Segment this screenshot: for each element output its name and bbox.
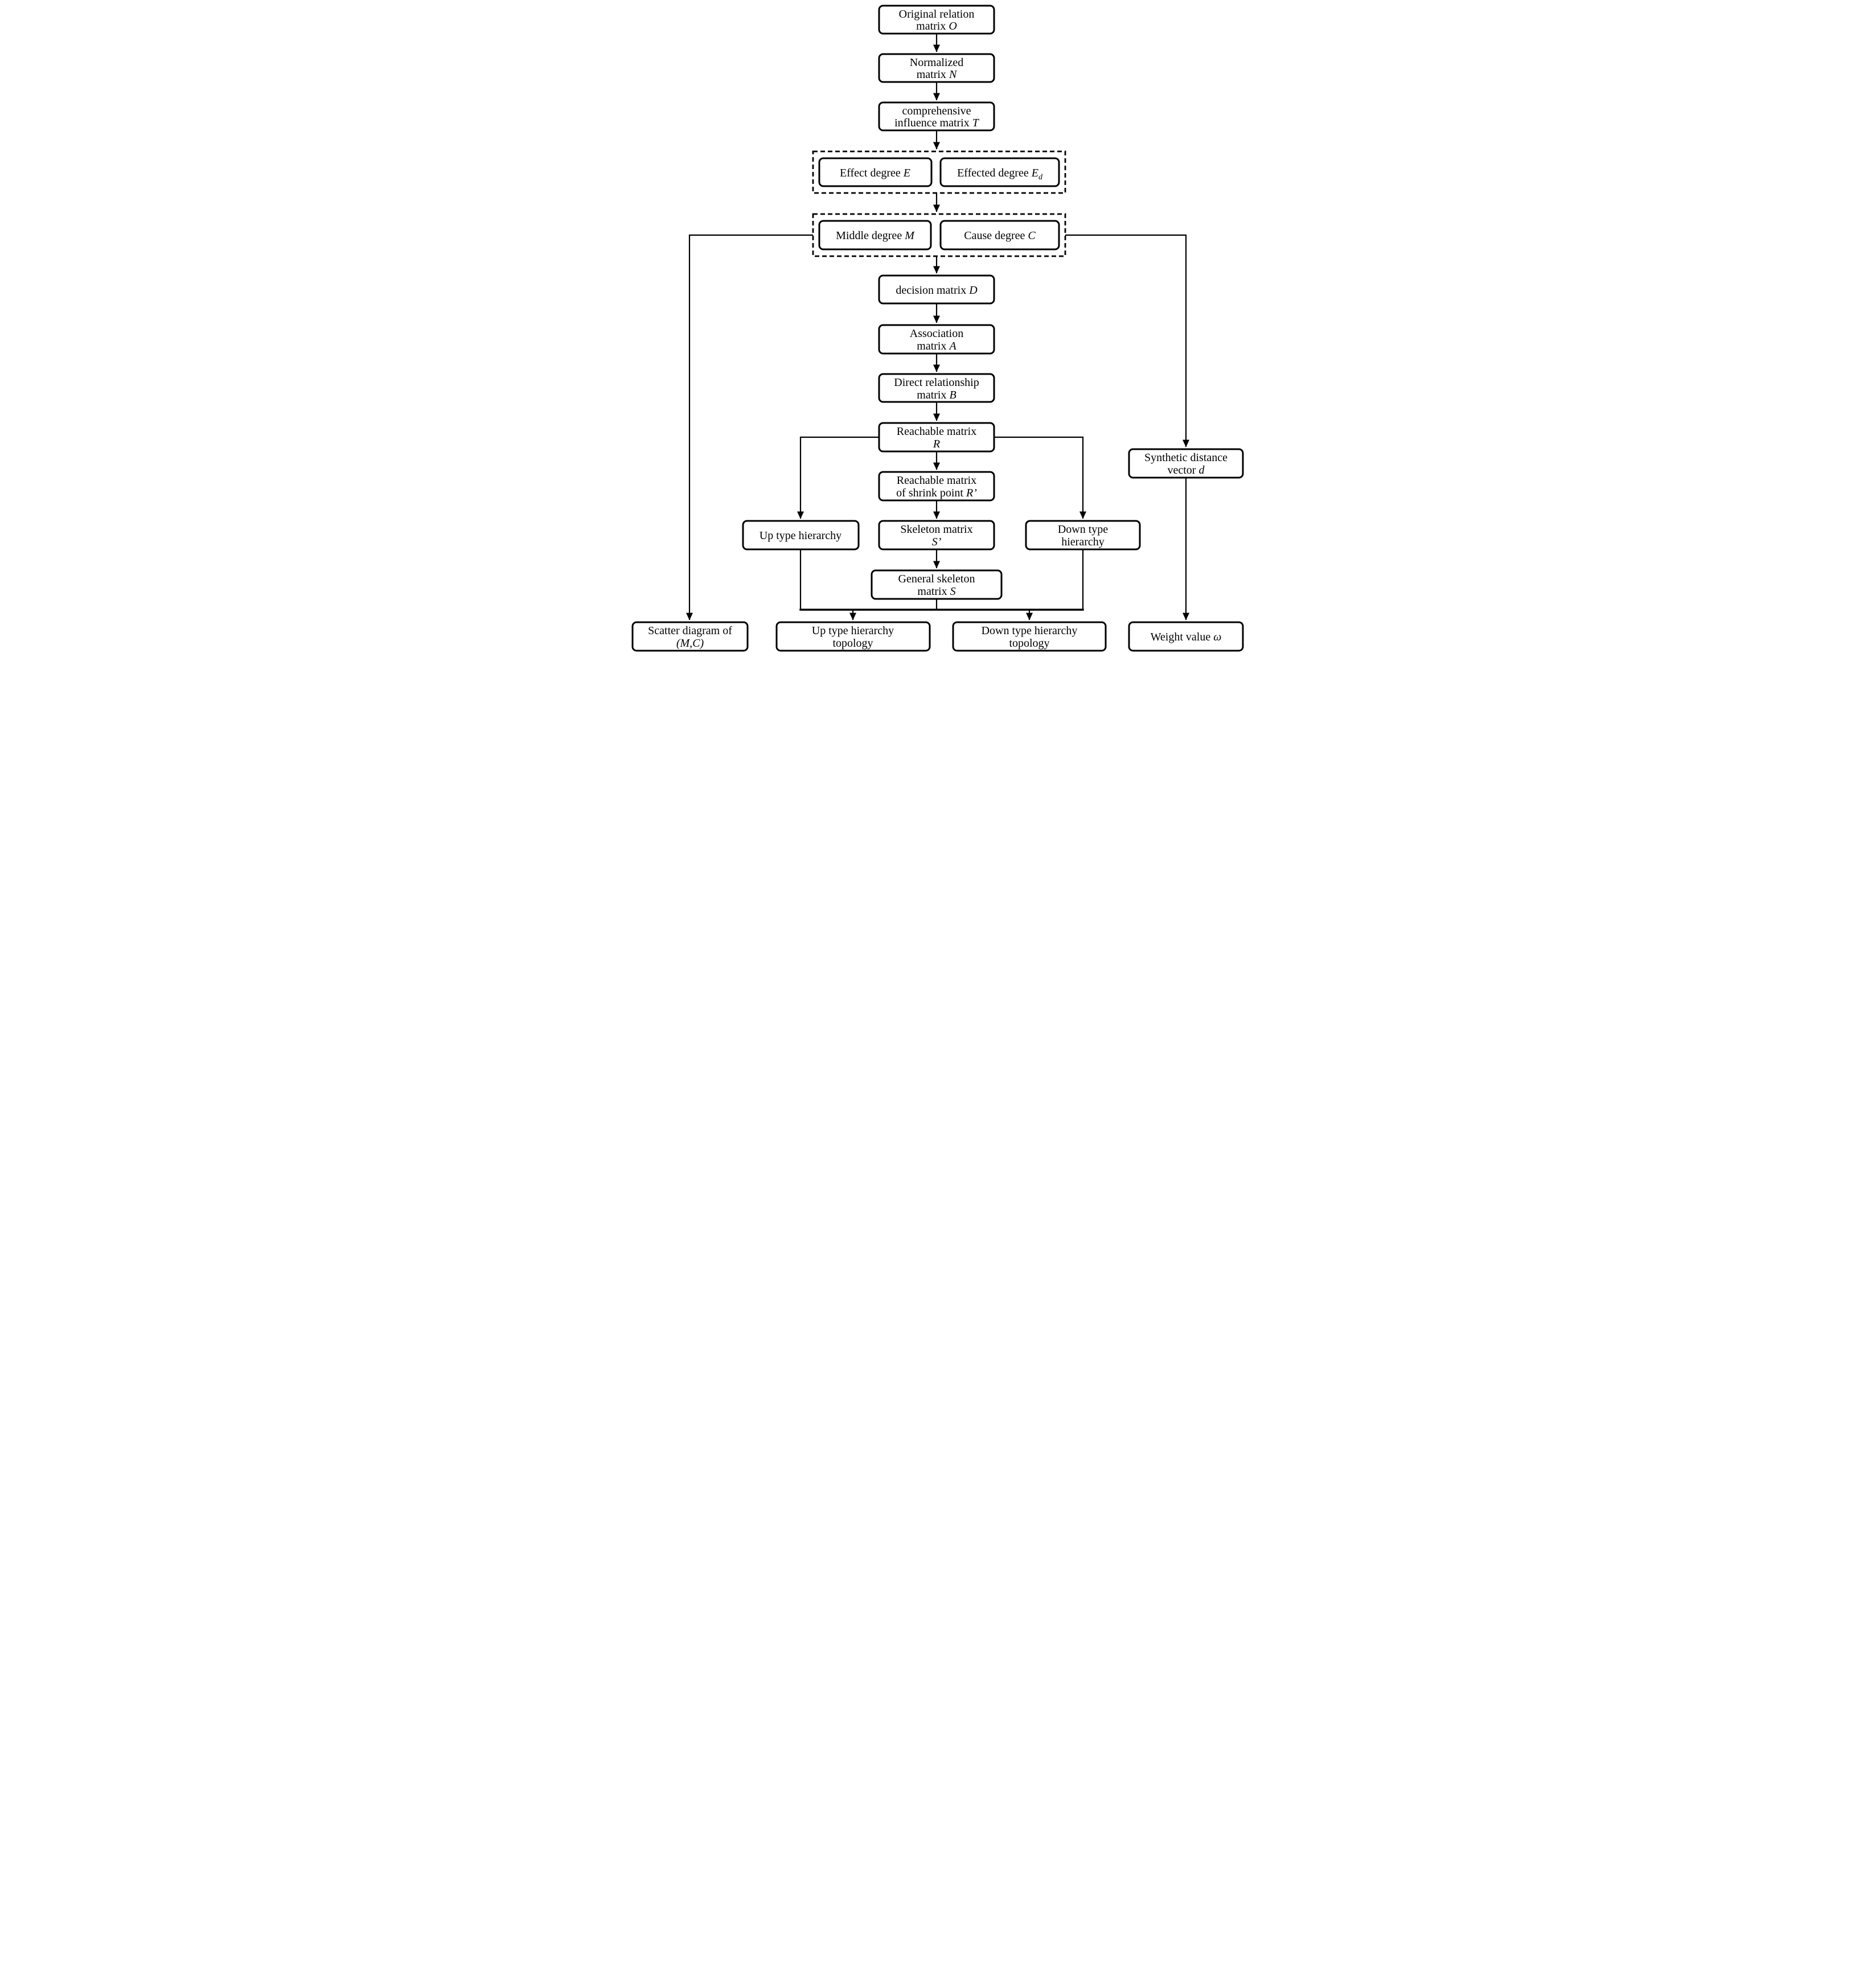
node-box [878,101,995,132]
svg-text:Down type hierarchy: Down type hierarchy [981,625,1077,637]
svg-text:General skeleton: General skeleton [898,573,975,585]
svg-text:Effect degree E: Effect degree E [840,167,910,179]
node-box [818,157,932,187]
line-cause-to-synthetic [1065,234,1189,447]
flowchart-canvas: Original relation matrix O Normalized ma… [631,5,1243,652]
node-skeleton-matrix: Skeleton matrix S’ [878,520,995,550]
svg-text:Weight value ω: Weight value ω [1150,631,1221,643]
svg-text:matrix B: matrix B [917,389,956,401]
node-box [878,422,995,453]
node-down-type-hierarchy: Down type hierarchy [1025,520,1140,550]
node-decision-matrix: decision matrix D [878,274,995,305]
node-effect-degree: Effect degree E [818,157,932,187]
svg-text:Original relation: Original relation [898,8,974,20]
svg-text:Reachable matrix: Reachable matrix [896,425,976,438]
dashed-group-effect-degrees [812,150,1066,194]
node-box [878,373,995,403]
line-reachable-to-up-hierarchy [797,436,879,519]
node-box [775,621,930,652]
svg-text:Scatter diagram of: Scatter diagram of [648,625,732,637]
node-box [939,157,1060,187]
node-middle-degree: Middle degree M [818,220,931,250]
node-box [939,220,1060,250]
svg-text:Up type hierarchy: Up type hierarchy [811,625,893,637]
svg-text:decision matrix D: decision matrix D [896,284,978,297]
svg-text:Middle degree M: Middle degree M [836,229,915,242]
node-box [1128,621,1243,652]
svg-text:R: R [932,438,939,450]
line-middle-to-scatter [685,234,813,621]
node-normalized-matrix: Normalized matrix N [878,53,995,83]
node-box [871,569,1002,600]
node-original-relation-matrix: Original relation matrix O [878,5,995,35]
node-box [878,324,995,355]
svg-text:matrix O: matrix O [916,20,957,32]
svg-text:(M,C): (M,C) [676,637,704,650]
node-box [878,5,995,35]
node-up-type-hierarchy-topology: Up type hierarchy topology [775,621,930,652]
dashed-group-middle-cause [812,213,1066,257]
node-scatter-diagram: Scatter diagram of (M,C) [631,621,748,652]
svg-text:comprehensive: comprehensive [902,105,971,117]
node-general-skeleton-matrix: General skeleton matrix S [871,569,1002,600]
node-box [878,274,995,305]
node-weight-value: Weight value ω [1128,621,1243,652]
node-box [1025,520,1140,550]
svg-text:Synthetic distance: Synthetic distance [1144,451,1227,464]
svg-text:topology: topology [1009,637,1049,650]
node-box [631,621,748,652]
svg-text:vector d: vector d [1167,464,1205,476]
node-up-type-hierarchy: Up type hierarchy [742,520,859,550]
svg-text:Association: Association [909,327,963,340]
node-cause-degree: Cause degree C [939,220,1060,250]
svg-text:Reachable matrix: Reachable matrix [896,474,976,487]
svg-text:Normalized: Normalized [909,56,963,69]
node-box [1128,448,1243,479]
svg-text:matrix A: matrix A [917,340,957,352]
svg-text:matrix S: matrix S [917,585,955,598]
node-box [878,53,995,83]
node-comprehensive-influence-matrix: comprehensive influence matrix T [878,101,995,132]
node-association-matrix: Association matrix A [878,324,995,355]
svg-text:hierarchy: hierarchy [1061,536,1105,548]
node-box [818,220,931,250]
node-direct-relationship-matrix: Direct relationship matrix B [878,373,995,403]
node-box [878,520,995,550]
node-effected-degree: Effected degree Ed [939,157,1060,187]
node-reachable-matrix-shrink-point: Reachable matrix of shrink point R’ [878,471,995,502]
node-reachable-matrix: Reachable matrix R [878,422,995,453]
svg-text:Skeleton matrix: Skeleton matrix [900,523,972,536]
line-reachable-to-down-hierarchy [994,436,1086,519]
svg-text:Up type hierarchy: Up type hierarchy [759,529,841,542]
node-down-type-hierarchy-topology: Down type hierarchy topology [952,621,1106,652]
node-synthetic-distance-vector: Synthetic distance vector d [1128,448,1243,479]
node-box [742,520,859,550]
svg-text:Direct relationship: Direct relationship [894,376,979,389]
svg-text:Effected degree Ed: Effected degree Ed [957,167,1043,182]
svg-text:matrix N: matrix N [916,68,957,81]
svg-text:topology: topology [832,637,873,650]
svg-text:influence matrix T: influence matrix T [894,117,980,129]
svg-text:Cause degree C: Cause degree C [964,229,1036,242]
node-box [878,471,995,502]
svg-text:of shrink point R’: of shrink point R’ [896,487,977,499]
connectors [685,34,1189,621]
flowchart: Original relation matrix O Normalized ma… [625,0,1251,658]
node-box [952,621,1106,652]
svg-text:S’: S’ [931,536,941,548]
svg-text:Down type: Down type [1057,523,1107,536]
